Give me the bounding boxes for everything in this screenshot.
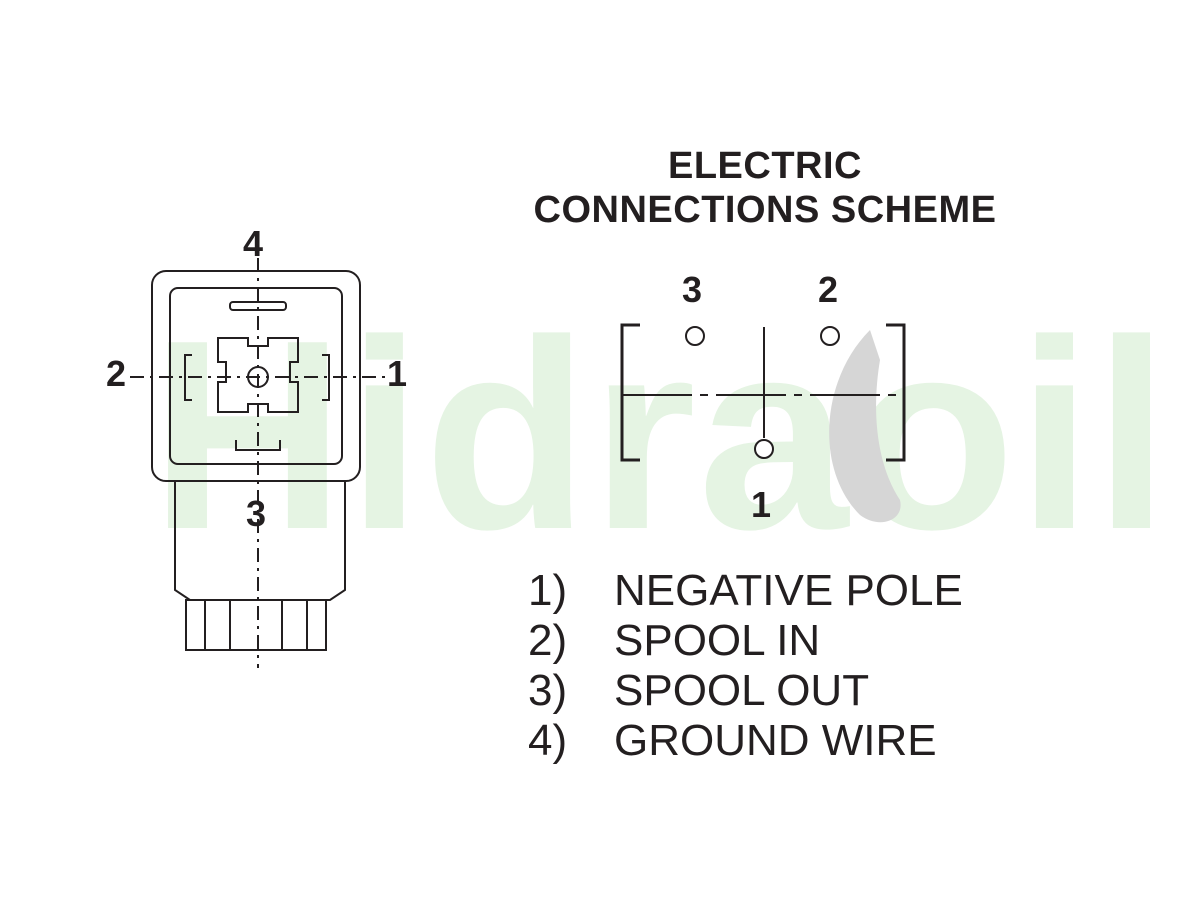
scheme-pin-1-label: 1: [751, 484, 772, 525]
watermark-text: Hidraoil: [150, 285, 1171, 586]
scheme-pin-2-label: 2: [818, 269, 839, 310]
legend-label: NEGATIVE POLE: [614, 566, 963, 615]
legend-item: 2) SPOOL IN: [528, 616, 963, 666]
cable-gland: [185, 599, 327, 651]
legend-number: 1): [528, 566, 568, 615]
scheme-pin-2: [820, 326, 840, 346]
connector-pin-2-label: 2: [106, 353, 127, 394]
connector-pin-1-label: 1: [387, 353, 408, 394]
pin2-contact: [184, 354, 192, 401]
pin3-contact: [235, 440, 281, 451]
legend-number: 2): [528, 616, 568, 665]
legend-number: 3): [528, 666, 568, 715]
legend-item: 3) SPOOL OUT: [528, 666, 963, 716]
center-contact: [217, 337, 299, 413]
pin1-contact: [322, 354, 330, 401]
legend-label: GROUND WIRE: [614, 716, 937, 765]
watermark-drop-icon: [829, 330, 901, 523]
scheme-right-bracket: [886, 323, 906, 462]
legend-label: SPOOL IN: [614, 616, 821, 665]
scheme-pin-3: [685, 326, 705, 346]
legend-item: 4) GROUND WIRE: [528, 716, 963, 766]
scheme-pin-1: [754, 439, 774, 459]
title-line-2: CONNECTIONS SCHEME: [533, 189, 997, 231]
connector-pin-4-label: 4: [243, 223, 264, 264]
scheme-pin-3-label: 3: [682, 269, 703, 310]
legend-label: SPOOL OUT: [614, 666, 870, 715]
connector-pin-3-label: 3: [246, 493, 267, 534]
legend-item: 1) NEGATIVE POLE: [528, 566, 963, 616]
legend-number: 4): [528, 716, 568, 765]
scheme-left-bracket: [620, 323, 640, 462]
pin-legend: 1) NEGATIVE POLE 2) SPOOL IN 3) SPOOL OUT 4…: [528, 566, 963, 766]
title-line-1: ELECTRIC: [668, 145, 862, 187]
